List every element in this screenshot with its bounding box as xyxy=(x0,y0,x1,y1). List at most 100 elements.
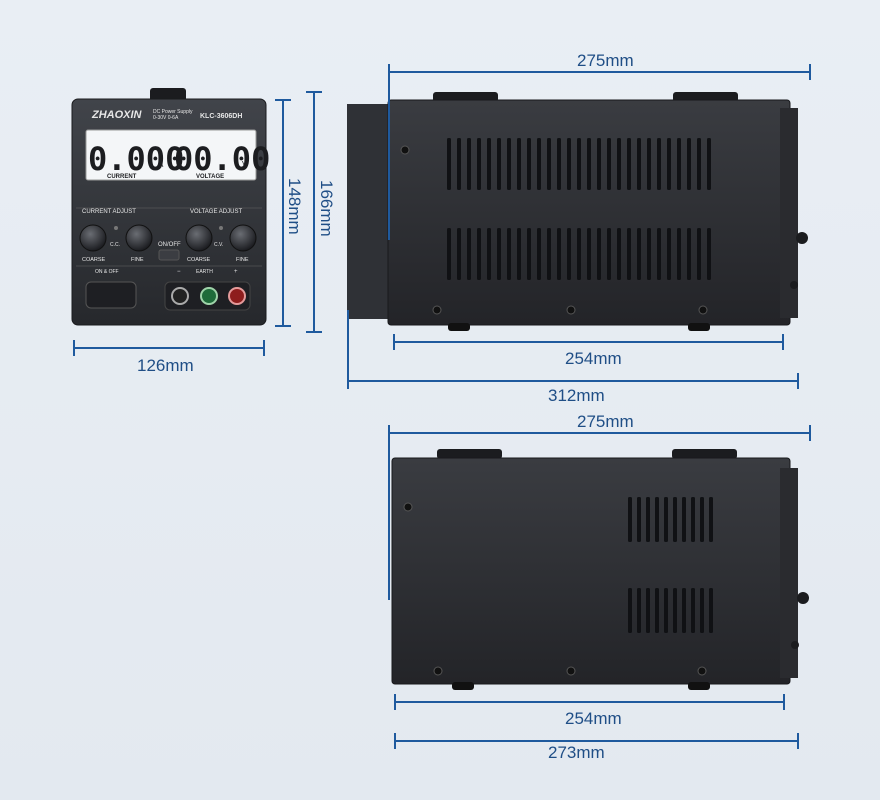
cv-label: C.V. xyxy=(214,242,223,248)
brand-logo: ZHAOXIN xyxy=(91,109,143,121)
green-terminal-icon[interactable] xyxy=(200,287,218,305)
voltage-adjust-label: VOLTAGE ADJUST xyxy=(190,209,242,215)
current-unit: A xyxy=(158,160,164,169)
vent-slot xyxy=(657,228,661,280)
vent-slot xyxy=(627,138,631,190)
vent-slot xyxy=(691,588,695,633)
vent-slot xyxy=(607,228,611,280)
red-terminal-icon[interactable] xyxy=(228,287,246,305)
vent-slot xyxy=(655,588,659,633)
vent-slot xyxy=(700,497,704,542)
front-height-outer-label: 166mm xyxy=(317,180,336,237)
side-body-label: 254mm xyxy=(565,349,622,368)
current-coarse-knob[interactable] xyxy=(79,224,107,252)
vent-slots-upper xyxy=(447,138,711,190)
output-switch[interactable] xyxy=(158,249,180,261)
vent-slot xyxy=(597,228,601,280)
vent-slot xyxy=(537,228,541,280)
vent-slot xyxy=(447,138,451,190)
vent-slot xyxy=(647,138,651,190)
vent-slot xyxy=(673,497,677,542)
vent-slot xyxy=(691,497,695,542)
vent-slot xyxy=(709,588,713,633)
vent-slot xyxy=(457,228,461,280)
voltage-display: 00.00 xyxy=(174,140,270,178)
vent-slot xyxy=(673,588,677,633)
model-label: KLC-3606DH xyxy=(200,113,242,120)
current-display: 0.000 xyxy=(88,140,184,178)
vent-slot xyxy=(617,228,621,280)
vent-slot xyxy=(577,138,581,190)
vent-slot xyxy=(587,228,591,280)
vent-slot xyxy=(517,138,521,190)
vent-slot xyxy=(682,497,686,542)
plus-label: + xyxy=(234,269,238,275)
side-total-label: 312mm xyxy=(548,386,605,405)
vent-slot xyxy=(577,228,581,280)
front-width-label: 126mm xyxy=(137,356,194,375)
subtitle-line2: 0-30V 0-6A xyxy=(153,115,179,121)
side-top-width-label: 275mm xyxy=(577,51,634,70)
subtitle-line1: DC Power Supply xyxy=(153,109,193,115)
fine-right-label: FINE xyxy=(236,257,249,263)
vent-slot xyxy=(709,497,713,542)
vent-slot xyxy=(657,138,661,190)
side2-total-label: 273mm xyxy=(548,743,605,762)
vent-slot xyxy=(467,138,471,190)
vent-slot xyxy=(664,497,668,542)
vent-slot xyxy=(487,228,491,280)
power-on-off-label: ON & OFF xyxy=(95,269,119,275)
vent-slot xyxy=(477,228,481,280)
front-dimension-lines xyxy=(73,91,322,356)
side-view-bottom xyxy=(391,449,809,690)
vent-slot xyxy=(664,588,668,633)
vent-slot xyxy=(497,138,501,190)
vent-slot xyxy=(547,138,551,190)
vent-slot xyxy=(667,228,671,280)
vent-slot xyxy=(687,138,691,190)
vent-slot xyxy=(677,138,681,190)
vent-slot xyxy=(477,138,481,190)
vent-slot xyxy=(527,138,531,190)
vent-slot xyxy=(647,228,651,280)
side-view-top xyxy=(347,92,808,331)
fine-left-label: FINE xyxy=(131,257,144,263)
vent-slot xyxy=(517,228,521,280)
side2-body xyxy=(391,457,791,685)
display-window xyxy=(85,129,257,181)
side-body xyxy=(387,99,791,326)
vent-slot xyxy=(537,138,541,190)
vent-slot xyxy=(467,228,471,280)
rear-panel xyxy=(347,104,389,319)
vent-slot xyxy=(628,588,632,633)
earth-label: EARTH xyxy=(196,269,213,275)
vent-slot xyxy=(617,138,621,190)
vent-slot xyxy=(497,228,501,280)
vent-slots-lower-2 xyxy=(628,588,713,633)
vent-slot xyxy=(655,497,659,542)
vent-slot xyxy=(607,138,611,190)
vent-slot xyxy=(667,138,671,190)
vent-slot xyxy=(637,588,641,633)
side2-top-width-label: 275mm xyxy=(577,412,634,431)
current-fine-knob[interactable] xyxy=(125,224,153,252)
vent-slot xyxy=(627,228,631,280)
vent-slot xyxy=(687,228,691,280)
coarse-right-label: COARSE xyxy=(187,257,211,263)
vent-slot xyxy=(547,228,551,280)
current-caption: CURRENT xyxy=(107,174,137,180)
voltage-unit: V xyxy=(242,160,248,169)
voltage-coarse-knob[interactable] xyxy=(185,224,213,252)
front-view: ZHAOXIN DC Power Supply 0-30V 0-6A KLC-3… xyxy=(71,88,270,326)
vent-slots-lower xyxy=(447,228,711,280)
vent-slot xyxy=(567,228,571,280)
vent-slot xyxy=(567,138,571,190)
voltage-fine-knob[interactable] xyxy=(229,224,257,252)
vent-slot xyxy=(707,138,711,190)
power-button[interactable] xyxy=(85,281,137,309)
black-terminal-icon[interactable] xyxy=(171,287,189,305)
vent-slot xyxy=(597,138,601,190)
vent-slot xyxy=(707,228,711,280)
vent-slot xyxy=(487,138,491,190)
